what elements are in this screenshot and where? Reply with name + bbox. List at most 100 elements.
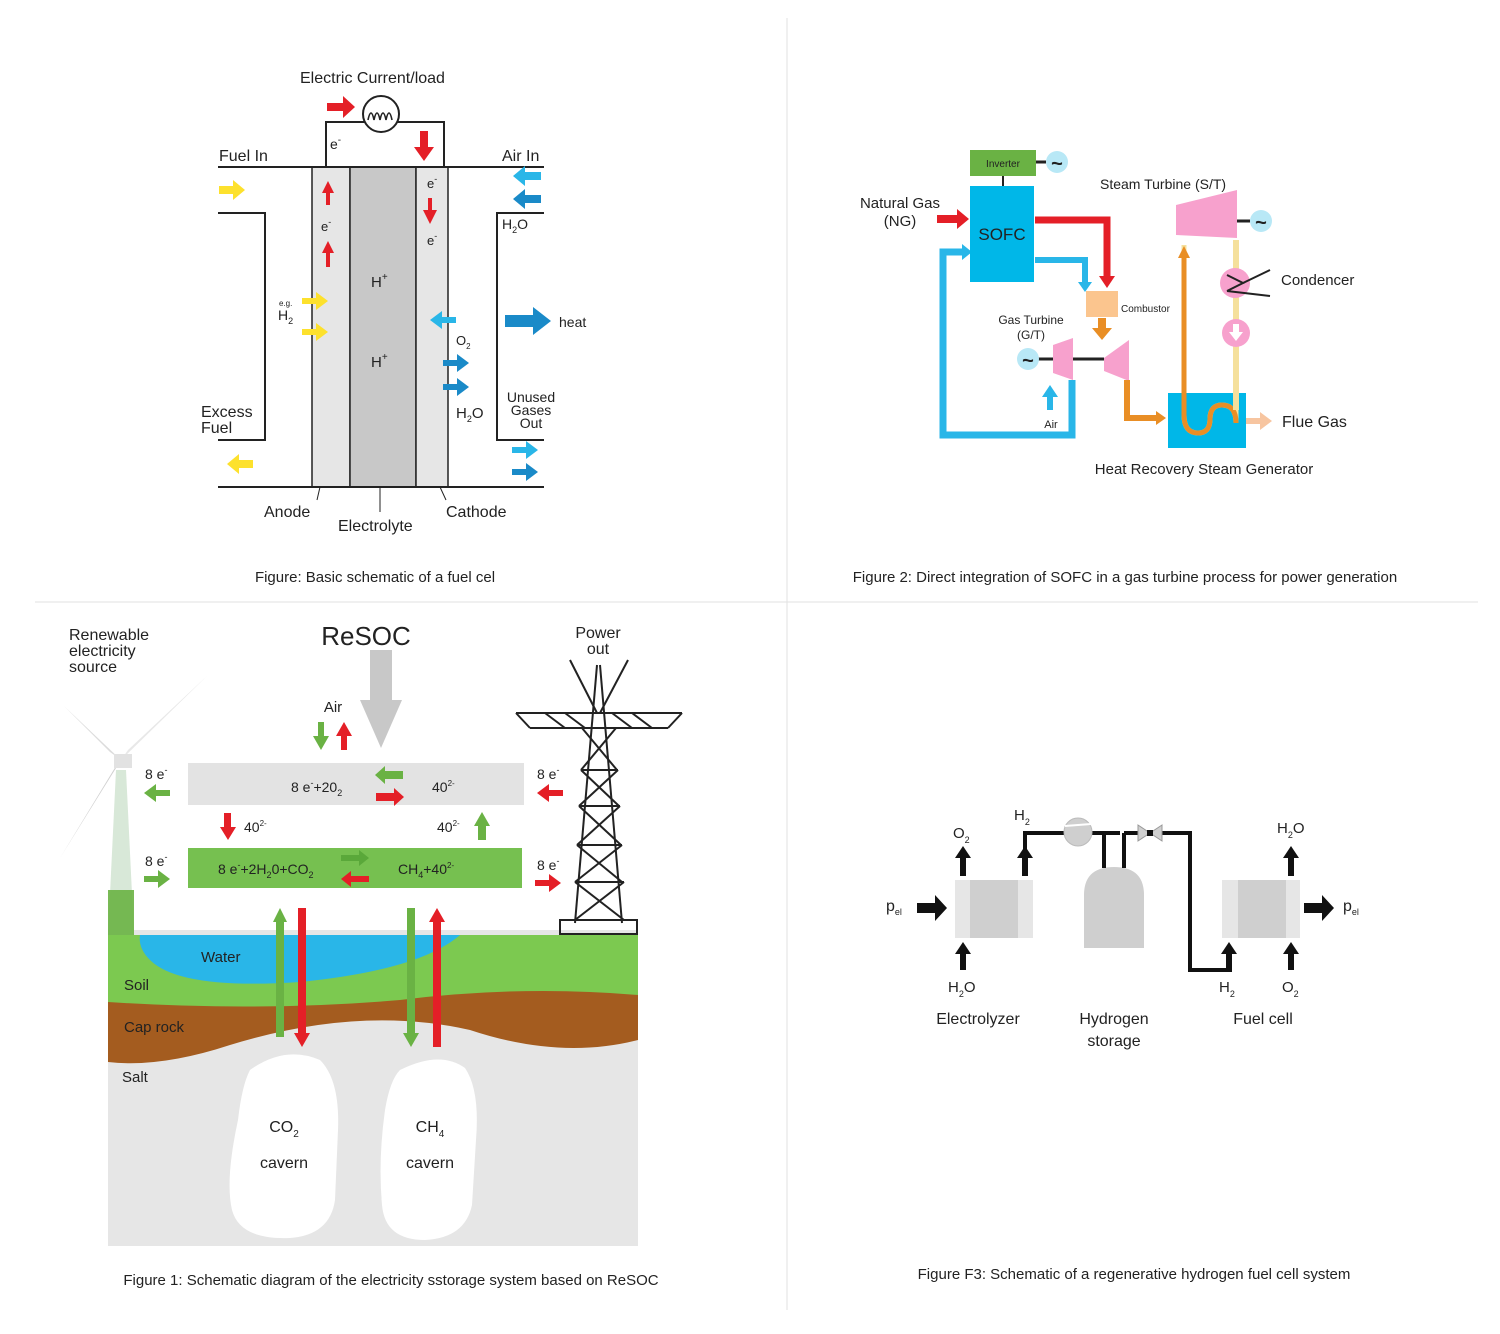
red-arrow-left-icon: [341, 871, 369, 887]
top-formula: 8 e-+202: [291, 778, 342, 798]
cathode-label: Cathode: [446, 504, 507, 521]
natural-gas-label: Natural Gas(NG): [860, 195, 940, 230]
red-arrow-down-icon: [414, 131, 434, 161]
compressor-icon: [1063, 817, 1093, 847]
yellow-arrow-left-icon: [227, 454, 253, 474]
load-resistor-icon: [362, 95, 400, 133]
electron-label: e-: [427, 231, 437, 248]
flue-gas-label: Flue Gas: [1282, 414, 1347, 431]
output-arrow-icon: [1304, 895, 1334, 921]
yellow-arrow-right-icon: [302, 292, 328, 310]
hplus-label: H+: [371, 272, 388, 291]
red-arrow-down-icon: [294, 908, 310, 1047]
green-arrow-down-icon: [313, 722, 329, 750]
steam-turbine-shape: [1176, 190, 1237, 238]
up-arrow-icon: [955, 846, 971, 876]
heat-label: heat: [559, 314, 586, 330]
soil-label: Soil: [124, 977, 149, 994]
fuel-cell-caption: Figure: Basic schematic of a fuel cel: [255, 569, 495, 586]
ac-generator-icon: [1046, 151, 1068, 173]
inverter-box: [970, 150, 1036, 176]
heat-arrow-icon: [505, 307, 551, 335]
red-arrow-up-icon: [336, 722, 352, 750]
h2-label: H2: [278, 307, 293, 326]
wind-turbine-blade: [64, 706, 121, 760]
salt-label: Salt: [122, 1069, 149, 1086]
p-el-out-label: pel: [1343, 898, 1359, 917]
ac-symbol: ~: [1051, 153, 1063, 175]
ac-generator-icon: [1250, 210, 1272, 232]
wind-turbine-blade: [121, 675, 208, 760]
water-label: Water: [201, 949, 240, 966]
green-arrow-up-icon: [474, 812, 490, 840]
mid-o2-label: 402-: [437, 819, 460, 835]
combustor-label: Combustor: [1121, 304, 1171, 315]
regenerative-figure: pel pel O2 H2 H2O H2O H2 O2 Electrolyzer…: [886, 807, 1359, 1283]
h2-pipe-label: H2: [1014, 807, 1030, 827]
natural-gas-arrow-icon: [937, 209, 969, 229]
load-label: Electric Current/load: [300, 70, 445, 87]
green-arrow-left-icon: [375, 766, 403, 784]
red-arrow-right-icon: [535, 874, 561, 892]
red-arrow-up-icon: [322, 241, 334, 267]
ac-symbol: ~: [1022, 350, 1034, 372]
up-arrow-icon: [955, 942, 971, 970]
yellow-arrow-right-icon: [219, 180, 245, 200]
resoc-input-arrow-icon: [360, 650, 402, 748]
h2o-in-label: H2O: [948, 979, 976, 999]
up-arrow-icon: [1017, 846, 1033, 876]
dark-blue-arrow-right-icon: [443, 354, 469, 372]
cap-rock-label: Cap rock: [124, 1019, 185, 1036]
turbine-shape: [1104, 340, 1129, 381]
electrolyzer-label: Electrolyzer: [936, 1011, 1020, 1028]
light-blue-arrow-right-icon: [512, 441, 538, 459]
ac-generator-icon: [1017, 348, 1039, 370]
flue-gas-arrow-icon: [1246, 412, 1272, 430]
red-arrow-up-icon: [322, 181, 334, 205]
orange-arrow-down-icon: [1092, 318, 1112, 340]
sofc-caption: Figure 2: Direct integration of SOFC in …: [853, 569, 1397, 586]
power-pylon-icon: [515, 659, 683, 935]
resoc-title: ReSOC: [321, 621, 411, 651]
fuel-cell-label: Fuel cell: [1233, 1011, 1293, 1028]
fuel-in-label: Fuel In: [219, 148, 268, 165]
hydrogen-tank: [1084, 867, 1144, 948]
green-arrow-left-icon: [144, 784, 170, 802]
h2o-out-label: H2O: [1277, 820, 1305, 840]
p-el-in-label: pel: [886, 898, 902, 917]
h2-in-label: H2: [1219, 979, 1235, 999]
dark-blue-arrow-right-icon: [512, 463, 538, 481]
red-arrow-up-icon: [429, 908, 445, 1047]
gas-turbine-label: Gas Turbine(G/T): [998, 313, 1064, 342]
resoc-air-electrode: [188, 763, 524, 805]
co2-cavern: [229, 1054, 339, 1239]
electrolyte-layer: [349, 166, 417, 488]
sofc-label: SOFC: [978, 225, 1025, 244]
green-arrow-down-icon: [403, 908, 419, 1047]
ch4-cavern: [380, 1059, 477, 1240]
electron-label: e-: [321, 217, 331, 234]
o2-label: O2: [456, 333, 471, 351]
input-arrow-icon: [917, 895, 947, 921]
light-blue-arrow-left-icon: [513, 166, 541, 186]
electron-label: e-: [330, 135, 341, 152]
combustor-box: [1086, 291, 1118, 317]
condencer-label: Condencer: [1281, 272, 1354, 289]
up-arrow-icon: [1283, 846, 1299, 876]
o2-out-label: O2: [953, 825, 970, 845]
electron-label: e-: [427, 174, 437, 191]
light-blue-arrow-left-icon: [430, 311, 456, 329]
green-arrow-right-icon: [144, 870, 170, 888]
sofc-gas-turbine-figure: SOFC Inverter ~ Natural Gas(NG) Combusto…: [853, 150, 1397, 586]
electron-label: 8 e-: [145, 765, 167, 782]
green-arrow-right-icon: [341, 850, 369, 866]
top-o2-label: 402-: [432, 779, 455, 795]
anode-label: Anode: [264, 504, 310, 521]
